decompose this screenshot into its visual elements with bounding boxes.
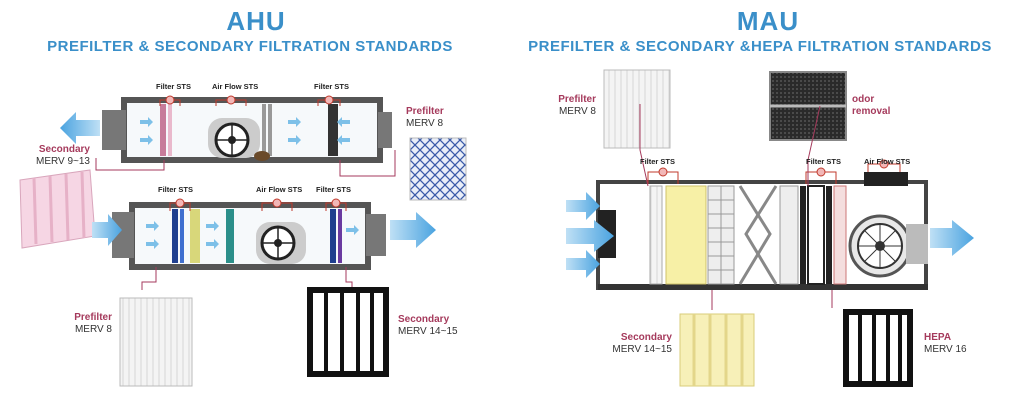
mau-secondary-name: Secondary [596,332,672,344]
ahu-prefilter-top-rating: MERV 8 [406,118,443,129]
mau-in-arrow-1 [566,192,600,220]
mau-odor-line2: removal [852,106,890,118]
mau-prefilter-rating: MERV 8 [559,106,596,117]
ahu-secondary-left-label: Secondary MERV 9~13 [18,144,90,168]
ahu-out-arrow-2 [390,212,436,248]
mau-out-arrow [930,220,974,256]
ahu-prefilter-bottom-name: Prefilter [40,312,112,324]
ahu-secondary-bottom-label: Secondary MERV 14~15 [398,314,458,338]
mau-secondary-rating: MERV 14~15 [612,344,672,355]
ahu-prefilter-top-image [410,138,466,200]
ahu-out-arrow [60,112,100,144]
ahu-upper-unit [96,96,395,176]
mau-prefilter-label: Prefilter MERV 8 [526,94,596,118]
ahu-upper-filter-sts-2: Filter STS [314,82,349,91]
mau-odor-label: odor removal [852,94,890,118]
ahu-secondary-left-name: Secondary [18,144,90,156]
ahu-prefilter-top-label: Prefilter MERV 8 [406,106,444,130]
mau-odor-removal-image [770,72,846,140]
ahu-secondary-bottom-name: Secondary [398,314,458,326]
ahu-lower-filter-sts-2: Filter STS [316,185,351,194]
mau-secondary-label: Secondary MERV 14~15 [596,332,672,356]
mau-filter-sts-1: Filter STS [640,157,675,166]
ahu-lower-airflow-sts: Air Flow STS [256,185,302,194]
ahu-secondary-bag-image [20,170,95,248]
mau-hepa-label: HEPA MERV 16 [924,332,967,356]
mau-hepa-rating: MERV 16 [924,344,967,355]
ahu-lower-filter-sts-1: Filter STS [158,185,193,194]
mau-prefilter-image [604,70,670,148]
mau-airflow-sts: Air Flow STS [864,157,910,166]
mau-hepa-name: HEPA [924,332,967,344]
mau-hepa-image [846,312,910,384]
ahu-secondary-vbank-image [310,290,386,374]
mau-filter-sts-2: Filter STS [806,157,841,166]
ahu-lower-unit [112,199,386,290]
mau-odor-line1: odor [852,94,890,106]
ahu-prefilter-bottom-label: Prefilter MERV 8 [40,312,112,336]
ahu-secondary-bottom-rating: MERV 14~15 [398,326,458,337]
ahu-prefilter-bottom-rating: MERV 8 [75,324,112,335]
ahu-prefilter-bottom-image [120,298,192,386]
mau-prefilter-name: Prefilter [526,94,596,106]
ahu-upper-airflow-sts: Air Flow STS [212,82,258,91]
mau-in-arrow-3 [566,250,600,278]
ahu-prefilter-top-name: Prefilter [406,106,444,118]
ahu-secondary-left-rating: MERV 9~13 [36,156,90,167]
mau-secondary-bag-image [680,314,754,386]
ahu-upper-filter-sts-1: Filter STS [156,82,191,91]
